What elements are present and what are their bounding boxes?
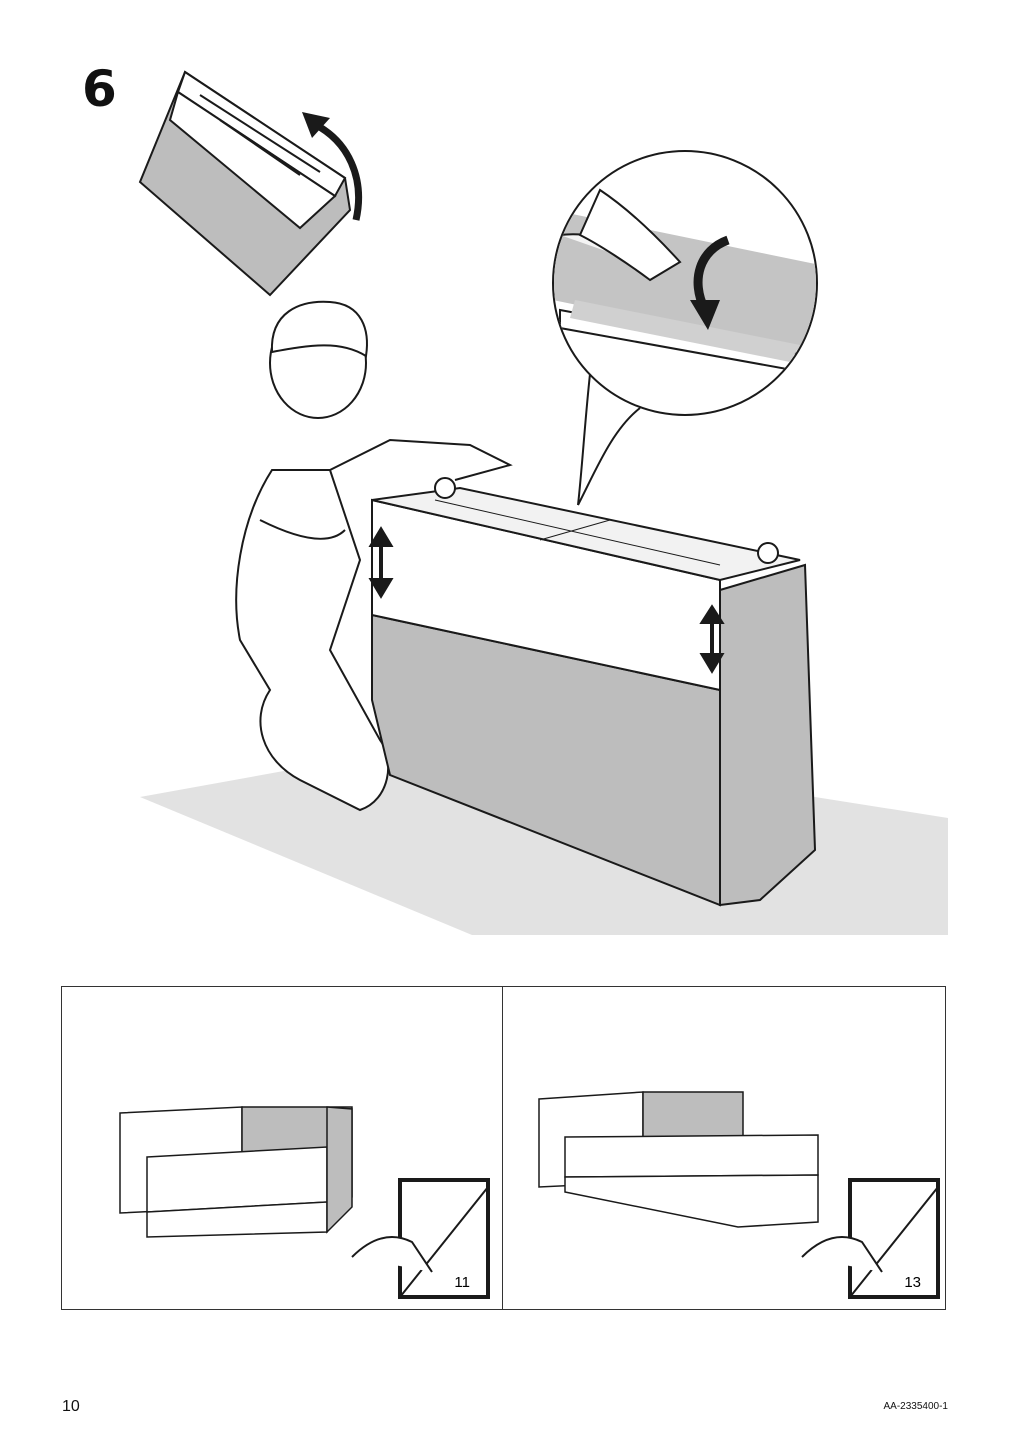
rotate-arrow-head: [302, 112, 330, 138]
corner-module-illustration: [119, 1106, 353, 1238]
step-number: 6: [82, 60, 117, 118]
page-number: 10: [62, 1398, 80, 1415]
double-arrow-icon: [368, 526, 725, 674]
chaise-module-illustration: [538, 1091, 819, 1228]
panel-ref-page: 13: [904, 1274, 921, 1291]
panel-ref-page: 11: [454, 1274, 470, 1291]
document-code: AA-2335400-1: [883, 1401, 949, 1412]
sofa-module: [371, 477, 817, 907]
reference-panel-corner: 11: [62, 987, 502, 1309]
tilted-seat-figure: [138, 70, 352, 297]
curved-arrow-head: [690, 300, 720, 330]
rotate-arrow-icon: [308, 118, 362, 221]
assembly-illustration: [138, 70, 948, 935]
magnifier-callout: [552, 150, 818, 506]
page-turn-icon: [351, 1178, 490, 1299]
reference-panel-frame: [61, 986, 946, 1310]
reference-panel-chaise: 13: [503, 987, 945, 1309]
page-turn-icon: [801, 1178, 940, 1299]
panel-divider: [502, 986, 503, 1310]
